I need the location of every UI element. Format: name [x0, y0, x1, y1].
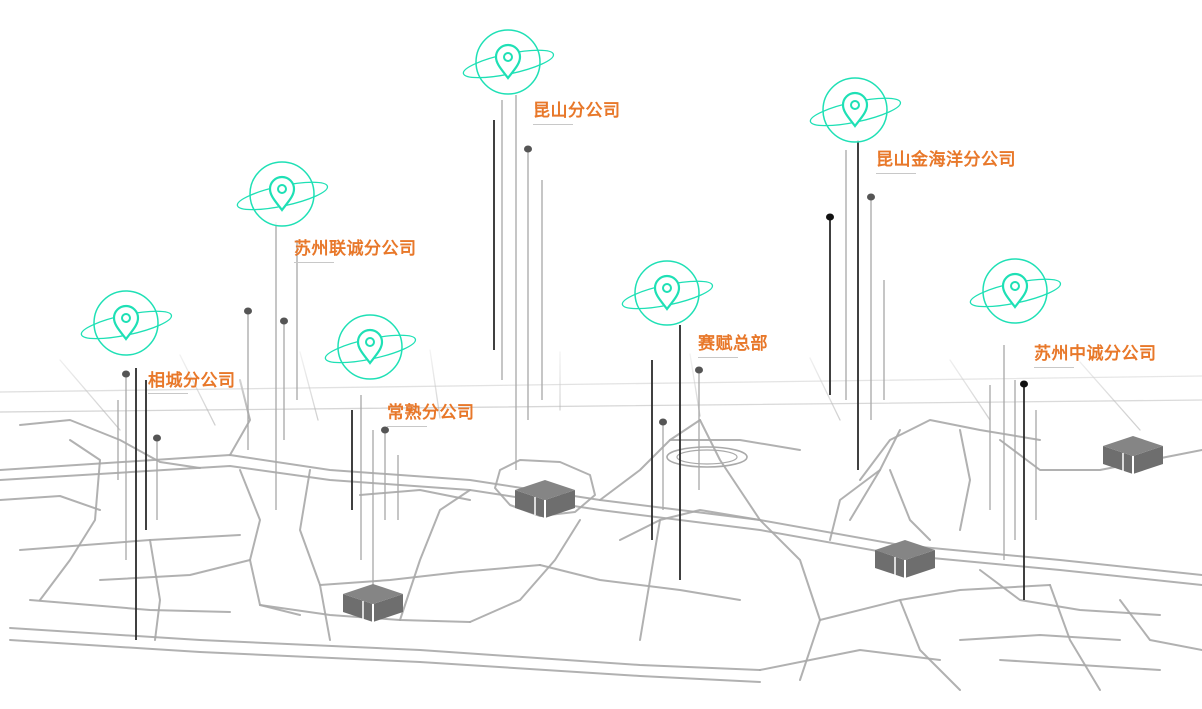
branch-label-suzhou-zhongcheng[interactable]: 苏州中诚分公司 [1034, 344, 1157, 364]
road [9, 627, 761, 671]
road [0, 454, 1202, 576]
road [149, 539, 161, 641]
pin-dot [662, 283, 672, 293]
pin-dot [1010, 281, 1020, 291]
road [399, 489, 471, 621]
building-roof [343, 584, 403, 604]
branch-label-kunshan-jinhaiyang[interactable]: 昆山金海洋分公司 [876, 150, 1016, 170]
road [319, 564, 541, 586]
road [819, 584, 1051, 621]
branch-label-saifu-hq[interactable]: 赛赋总部 [698, 334, 768, 354]
pole-tip [153, 434, 161, 442]
building-roof [515, 480, 575, 500]
road [759, 519, 821, 681]
road [39, 439, 101, 601]
branch-label-changshu[interactable]: 常熟分公司 [387, 403, 475, 423]
road [959, 634, 1121, 641]
map-pin-orbit-icon [621, 260, 714, 326]
building-block-icon [515, 480, 575, 518]
pin-dot [365, 337, 375, 347]
road [699, 419, 761, 521]
road [1119, 599, 1202, 651]
road [1049, 584, 1101, 691]
horizon-fade [0, 330, 1202, 420]
pole-tip [826, 213, 834, 221]
road [0, 465, 1202, 586]
building-roof [1103, 436, 1163, 456]
road [759, 649, 941, 671]
building-block-icon [1103, 436, 1163, 474]
location-markers [80, 29, 1062, 380]
pin-dot [850, 100, 860, 110]
pole-tip [280, 317, 288, 325]
road [959, 429, 971, 531]
pole-tip [867, 193, 875, 201]
pole-tip [524, 145, 532, 153]
road [669, 439, 801, 451]
pole-tip [659, 418, 667, 426]
branch-label-kunshan[interactable]: 昆山分公司 [533, 101, 621, 121]
road [889, 469, 931, 541]
building-block-icon [875, 540, 935, 578]
road [494, 459, 596, 517]
road [299, 469, 331, 641]
road [639, 519, 661, 641]
pole-tip [695, 366, 703, 374]
road [539, 564, 741, 601]
map-pin-orbit-icon [462, 29, 555, 95]
road [359, 489, 471, 501]
road [599, 419, 701, 501]
building-roof [875, 540, 935, 560]
pole-tip [122, 370, 130, 378]
road [829, 469, 881, 541]
signal-poles [117, 95, 1037, 640]
map-pin-orbit-icon [324, 314, 417, 380]
road [0, 495, 101, 511]
roundabout [666, 446, 748, 468]
pin-dot [277, 184, 287, 194]
building-block-icon [343, 584, 403, 622]
road [979, 569, 1161, 616]
pole-tip [1020, 380, 1028, 388]
pin-dot [121, 313, 131, 323]
road [19, 419, 201, 469]
pole-tip [244, 307, 252, 315]
map-pin-orbit-icon [809, 77, 902, 143]
roundabout-inner [676, 449, 738, 465]
road [999, 659, 1161, 671]
branch-label-suzhou-liancheng[interactable]: 苏州联诚分公司 [294, 239, 417, 259]
road [999, 439, 1202, 471]
road [29, 599, 231, 613]
road [9, 639, 761, 683]
branch-label-xiangcheng[interactable]: 相城分公司 [148, 371, 236, 391]
road [899, 599, 961, 691]
map-pin-orbit-icon [969, 258, 1062, 324]
buildings [343, 436, 1163, 622]
pole-tip [381, 426, 389, 434]
pin-dot [503, 52, 513, 62]
map-pin-orbit-icon [80, 290, 173, 356]
road [469, 519, 581, 623]
road [19, 534, 241, 551]
road [239, 469, 261, 561]
map-pin-orbit-icon [236, 161, 329, 227]
